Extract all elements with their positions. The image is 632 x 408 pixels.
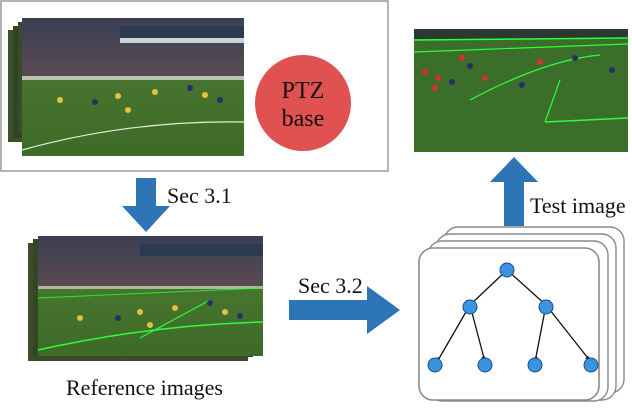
ptz-label-line1: PTZ: [281, 78, 325, 105]
reference-images-stack: [28, 236, 264, 361]
tree-node-leaf-2: [477, 357, 493, 373]
tree-node-left: [462, 299, 478, 315]
tree-node-leaf-4: [583, 357, 599, 373]
tree-model-stack: [418, 226, 625, 402]
ptz-main-frame: [21, 18, 245, 156]
tree-card-front: [418, 247, 600, 401]
ptz-base-label: PTZ base: [255, 58, 351, 154]
tree-node-leaf-3: [527, 357, 543, 373]
test-image: [413, 29, 629, 152]
tree-node-leaf-1: [427, 357, 443, 373]
sec31-label: Sec 3.1: [167, 183, 232, 208]
tree-node-right: [538, 299, 554, 315]
ptz-base-group: [0, 0, 389, 172]
tree-edges: [436, 269, 592, 363]
arrow-sec32: [289, 286, 400, 334]
ptz-label-line2: base: [281, 106, 325, 132]
arrow-test-image: [490, 157, 538, 226]
tree-node-root: [499, 262, 515, 278]
ref-main-frame: [37, 236, 264, 356]
sec32-label: Sec 3.2: [298, 273, 363, 298]
tree-nodes: [427, 262, 599, 373]
test-image-label: Test image: [530, 193, 626, 218]
ptz-base-circle: [255, 55, 351, 151]
arrow-sec31: [122, 178, 170, 232]
reference-images-label: Reference images: [66, 375, 223, 400]
